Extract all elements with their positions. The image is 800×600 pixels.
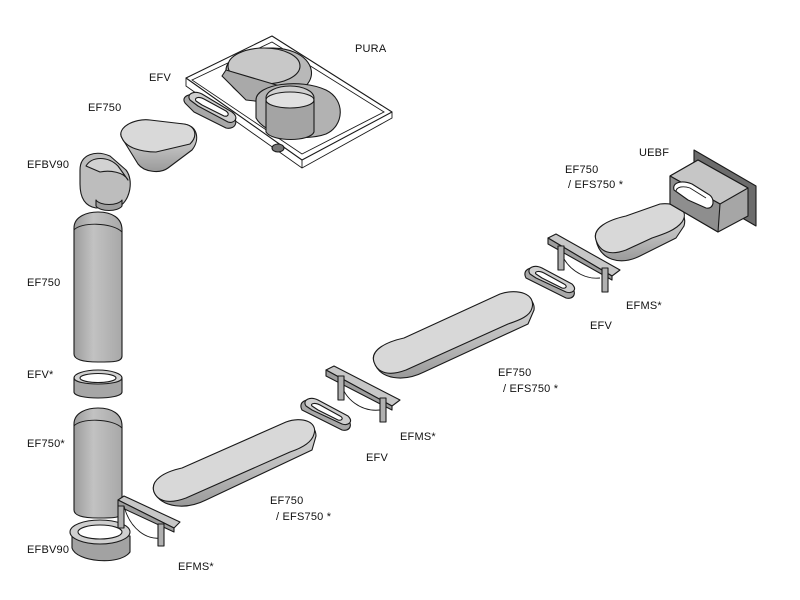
uebf-wall-box	[669, 149, 757, 233]
ef750-star-duct	[73, 407, 123, 519]
efbv90-bottom-elbow	[69, 519, 131, 562]
efbv90-top-elbow	[79, 152, 131, 212]
label-pura: PURA	[355, 43, 387, 55]
label-ef750-star: EF750*	[27, 438, 65, 450]
label-efs750-bottom: / EFS750 *	[276, 511, 332, 523]
ef750-vertical-duct	[73, 211, 123, 363]
label-efv-middle: EFV	[366, 452, 388, 464]
label-efv-top: EFV	[149, 72, 171, 84]
label-ef750-top-right: EF750	[565, 164, 599, 176]
label-efs750-top-right: / EFS750 *	[568, 179, 624, 191]
efms-middle-bracket	[325, 365, 401, 423]
label-ef750-vertical: EF750	[27, 277, 61, 289]
label-efms-right: EFMS*	[626, 300, 662, 312]
efms-bottom-bracket	[117, 495, 181, 547]
efv-middle-ring	[300, 397, 351, 431]
ef750-efs750-middle-duct	[372, 291, 535, 379]
efv-right-ring	[524, 265, 575, 299]
label-efs750-middle: / EFS750 *	[503, 383, 559, 395]
efv-top-ring	[183, 91, 237, 129]
label-efv-star: EFV*	[27, 369, 54, 381]
label-uebf: UEBF	[639, 147, 670, 159]
label-efv-right: EFV	[590, 320, 612, 332]
label-efms-middle: EFMS*	[400, 431, 436, 443]
efms-right-bracket	[547, 233, 621, 293]
label-efbv90-top: EFBV90	[27, 159, 70, 171]
ef750-efs750-top-duct	[594, 203, 686, 262]
label-efbv90-bottom: EFBV90	[27, 544, 70, 556]
ef750-short-top	[120, 119, 198, 173]
efv-star-ring	[73, 369, 123, 399]
ef750-efs750-bottom-duct	[152, 419, 317, 507]
label-ef750-middle: EF750	[498, 367, 532, 379]
label-ef750-top: EF750	[88, 102, 122, 114]
pura-hood-unit	[185, 35, 393, 169]
label-efms-bottom: EFMS*	[178, 561, 214, 573]
label-ef750-bottom: EF750	[270, 495, 304, 507]
